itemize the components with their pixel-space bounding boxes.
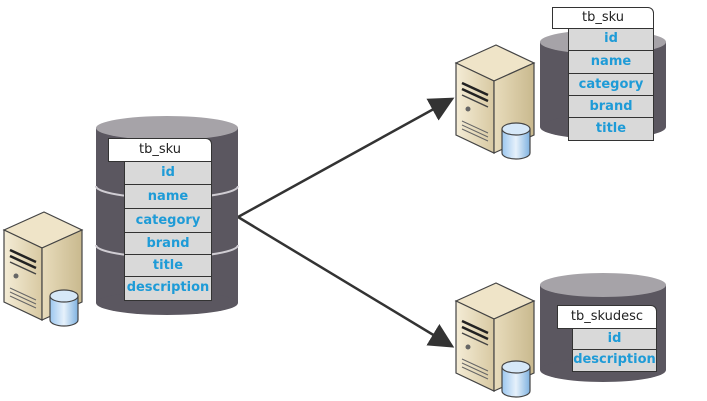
target-top-field: id	[568, 29, 654, 51]
source-server-icon	[2, 210, 84, 328]
target-top-field: category	[568, 74, 654, 96]
source-table-name: tb_sku	[108, 138, 212, 162]
source-field: description	[124, 277, 212, 301]
source-field: brand	[124, 233, 212, 255]
target-bottom-server-icon	[454, 281, 536, 399]
source-field: name	[124, 185, 212, 209]
target-top-server-icon	[454, 43, 536, 161]
target-top-table-name: tb_sku	[552, 7, 654, 29]
target-bottom-field: id	[572, 329, 657, 350]
target-bottom-field: description	[572, 350, 657, 372]
target-top-field: name	[568, 51, 654, 74]
source-field: title	[124, 255, 212, 277]
target-top-field: title	[568, 118, 654, 141]
target-bottom-table-name: tb_skudesc	[557, 305, 657, 329]
target-top-field: brand	[568, 96, 654, 118]
source-field: category	[124, 209, 212, 233]
source-field: id	[124, 162, 212, 185]
arrow-to-bottom	[237, 215, 455, 348]
arrow-to-top	[237, 97, 455, 219]
